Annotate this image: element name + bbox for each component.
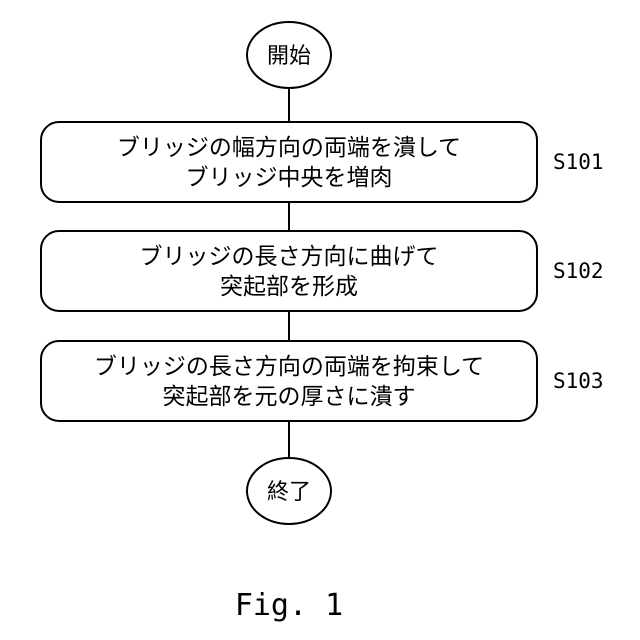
step-id-s102: S102 xyxy=(553,259,604,283)
process-step-s103-line-2: 突起部を元の厚さに潰す xyxy=(163,384,416,410)
process-step-s102-line-2: 突起部を形成 xyxy=(220,274,358,300)
process-step-s102-line-1: ブリッジの長さ方向に曲げて xyxy=(140,244,439,270)
end-terminal-label: 終了 xyxy=(267,480,311,505)
process-step-s101-line-1: ブリッジの幅方向の両端を潰して xyxy=(117,135,461,161)
start-terminal-label: 開始 xyxy=(267,44,311,69)
process-step-s101: ブリッジの幅方向の両端を潰して ブリッジ中央を増肉 S101 xyxy=(41,122,604,202)
step-id-s101: S101 xyxy=(553,150,604,174)
start-terminal: 開始 xyxy=(247,22,331,88)
process-step-s102: ブリッジの長さ方向に曲げて 突起部を形成 S102 xyxy=(41,231,604,311)
figure-caption: Fig. 1 xyxy=(235,588,343,623)
end-terminal: 終了 xyxy=(247,458,331,524)
step-id-s103: S103 xyxy=(553,369,604,393)
process-step-s103: ブリッジの長さ方向の両端を拘束して 突起部を元の厚さに潰す S103 xyxy=(41,341,604,421)
process-step-s103-line-1: ブリッジの長さ方向の両端を拘束して xyxy=(94,354,484,380)
process-step-s101-line-2: ブリッジ中央を増肉 xyxy=(186,165,393,191)
